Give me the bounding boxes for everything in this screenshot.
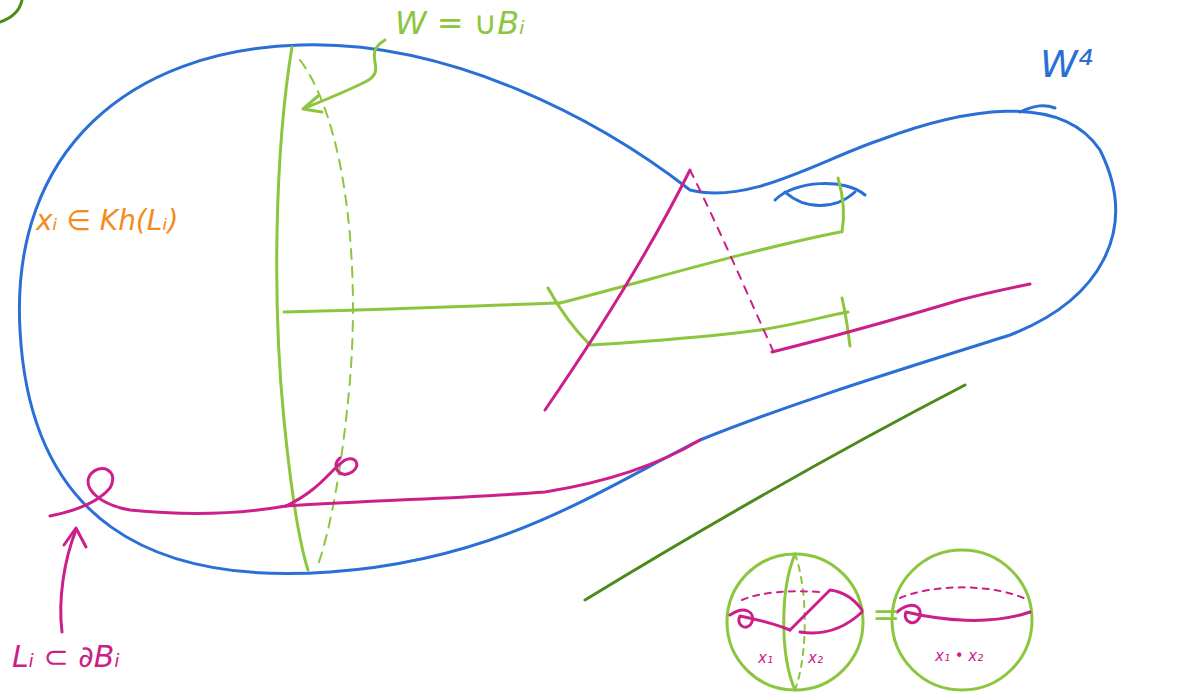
element-label: x₂ xyxy=(808,650,823,667)
product-label: x₁ • x₂ xyxy=(935,648,983,665)
manifold-label: W⁴ xyxy=(1040,44,1093,86)
khovanov-label: xᵢ ∈ Kh(Lᵢ) xyxy=(36,206,178,237)
element-label: x₁ xyxy=(758,650,773,667)
equals-sign: = xyxy=(872,596,901,633)
sphere-union-label: W = ∪Bᵢ xyxy=(395,6,525,41)
link-label: Lᵢ ⊂ ∂Bᵢ xyxy=(12,640,120,673)
